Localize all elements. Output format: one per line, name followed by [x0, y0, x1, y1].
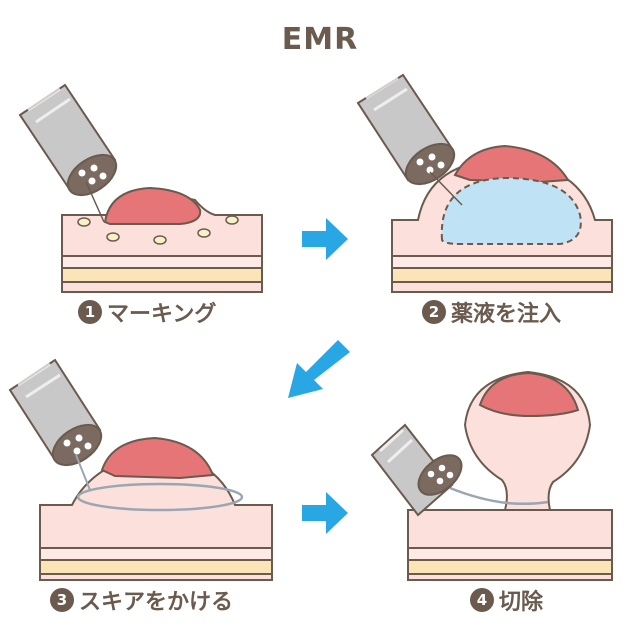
- step-2-caption: 2 薬液を注入: [422, 296, 561, 328]
- step-number-badge: 3: [50, 588, 74, 612]
- step-number-badge: 1: [78, 300, 102, 324]
- diagram-title: EMR: [281, 22, 359, 57]
- lesion: [478, 371, 580, 418]
- tissue-layers: [407, 509, 613, 581]
- step-number-badge: 2: [422, 300, 446, 324]
- snare-loop: [76, 482, 244, 512]
- snare-wire: [449, 486, 549, 506]
- step-3-caption: 3 スキアをかける: [50, 584, 233, 616]
- step-label: 薬液を注入: [451, 302, 562, 327]
- arrow-down-left: [288, 340, 350, 398]
- step-4-caption: 4 切除: [470, 584, 543, 616]
- marking-dots: [77, 215, 239, 245]
- endoscope: [356, 73, 463, 206]
- step-label: 切除: [499, 590, 544, 615]
- lesion: [100, 436, 215, 480]
- tissue-layers: [39, 450, 273, 581]
- arrow-right-1: [302, 218, 348, 260]
- step-1-caption: 1 マーキング: [78, 296, 216, 328]
- lesion: [453, 144, 570, 184]
- step-number-badge: 4: [470, 588, 494, 612]
- endoscope: [8, 358, 103, 491]
- endoscope: [370, 423, 463, 517]
- endoscope: [18, 83, 118, 223]
- arrow-right-2: [302, 492, 348, 534]
- step-label: スキアをかける: [79, 590, 234, 615]
- injected-fluid: [440, 176, 582, 245]
- step-label: マーキング: [107, 302, 217, 327]
- lesion: [103, 186, 202, 225]
